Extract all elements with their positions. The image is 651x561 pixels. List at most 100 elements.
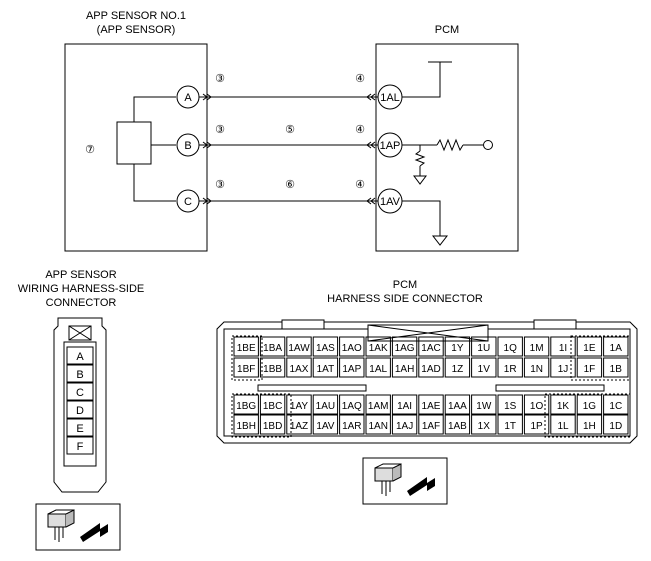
connector-view-icon: [362, 457, 448, 505]
pcm-connector-cell-1aq: 1AQ: [339, 394, 365, 415]
ref-wire-c: ⑥: [285, 179, 295, 191]
pcm-connector-cell-1m: 1M: [523, 336, 550, 357]
pcm-connector-cell-label: 1AJ: [396, 421, 413, 432]
pcm-connector-cell-label: 1X: [478, 421, 491, 432]
ref-sensor-side-c: ③: [215, 179, 225, 191]
wire-c: [199, 197, 378, 205]
sensor-terminal-a: A: [176, 85, 200, 109]
pcm-connector-cell-1d: 1D: [603, 414, 629, 435]
pcm-connector-cell-label: 1AR: [342, 421, 361, 432]
ref-pcm-side-c: ④: [355, 179, 365, 191]
pcm-connector-cell-1h: 1H: [576, 414, 603, 435]
svg-text:F: F: [77, 441, 84, 453]
svg-text:A: A: [76, 351, 84, 363]
pcm-connector-cell-label: 1Y: [451, 343, 464, 354]
sensor-terminal-b: B: [176, 133, 200, 157]
svg-text:C: C: [184, 196, 192, 208]
pcm-connector-cell-label: 1I: [559, 343, 567, 354]
pcm-connector-cell-label: 1AH: [395, 364, 414, 375]
pcm-connector-cell-1aj: 1AJ: [391, 414, 418, 435]
pcm-terminal-1al: 1AL: [377, 84, 403, 110]
pcm-connector-cell-label: 1H: [583, 421, 596, 432]
pcm-connector-cell-label: 1BH: [236, 421, 255, 432]
pcm-connector-cell-label: 1BB: [263, 364, 282, 375]
pcm-connector-cell-label: 1AX: [290, 364, 309, 375]
pcm-connector-cell-label: 1AD: [421, 364, 440, 375]
pcm-connector-cell-1v: 1V: [471, 357, 497, 378]
pcm-connector-cell-1ac: 1AC: [418, 336, 444, 357]
pcm-connector-cell-label: 1F: [584, 364, 596, 375]
pcm-connector-cell-1ba: 1BA: [259, 336, 286, 357]
pcm-connector-cell-label: 1BG: [236, 401, 256, 412]
pcm-connector-cell-label: 1AG: [395, 343, 415, 354]
connector-view-icon: [35, 503, 121, 551]
pcm-connector-cell-label: 1AA: [448, 401, 467, 412]
app-connector-title-2: WIRING HARNESS-SIDE: [18, 283, 145, 295]
pcm-connector-cell-label: 1AY: [290, 401, 308, 412]
app-sensor-title: APP SENSOR NO.1: [86, 10, 186, 22]
pcm-connector-cell-1bg: 1BG: [233, 394, 259, 415]
pcm-connector-cell-1aw: 1AW: [286, 336, 312, 357]
pcm-connector-cell-1bh: 1BH: [233, 414, 259, 435]
pcm-box: [375, 43, 519, 252]
svg-text:E: E: [76, 423, 83, 435]
pcm-connector-cell-1ag: 1AG: [391, 336, 418, 357]
svg-text:1AV: 1AV: [380, 196, 401, 208]
pcm-connector-cell-1ar: 1AR: [339, 414, 365, 435]
pcm-connector-cell-1am: 1AM: [365, 394, 391, 415]
ref-wire-b: ⑤: [285, 124, 295, 136]
pcm-connector-cell-1ah: 1AH: [391, 357, 418, 378]
svg-text:1AL: 1AL: [380, 92, 400, 104]
pcm-connector-cell-label: 1BA: [263, 343, 282, 354]
pcm-connector-cell-label: 1A: [610, 343, 623, 354]
ref-sensor-side-a: ③: [215, 73, 225, 85]
internal-wire-c: [133, 164, 176, 202]
ref-sensor-side-b: ③: [215, 124, 225, 136]
pcm-connector-cell-label: 1Z: [452, 364, 464, 375]
pcm-connector-cell-1o: 1O: [523, 394, 550, 415]
pcm-connector-cell-1t: 1T: [497, 414, 523, 435]
sensor-terminal-c: C: [176, 189, 200, 213]
pcm-connector-cell-label: 1AQ: [342, 401, 362, 412]
svg-text:B: B: [76, 369, 83, 381]
pcm-1av-circuit: [402, 200, 449, 246]
pcm-connector-cell-label: 1BD: [263, 421, 282, 432]
pcm-connector-cell-1ay: 1AY: [286, 394, 312, 415]
svg-text:1AP: 1AP: [380, 140, 401, 152]
pcm-connector-cell-1be: 1BE: [233, 336, 259, 357]
pcm-connector-cell-label: 1W: [476, 401, 492, 412]
pcm-connector-cell-label: 1T: [504, 421, 516, 432]
pcm-connector-cell-1c: 1C: [603, 394, 629, 415]
pcm-connector-cell-1r: 1R: [497, 357, 523, 378]
pcm-connector-cell-label: 1E: [583, 343, 596, 354]
pcm-connector-cell-label: 1AE: [422, 401, 441, 412]
pcm-connector-cell-label: 1AT: [317, 364, 335, 375]
pcm-1ap-circuit: [402, 138, 493, 185]
internal-wire-a: [133, 96, 176, 122]
pcm-connector-cell-1av: 1AV: [312, 414, 339, 435]
pcm-connector-cell-1bb: 1BB: [259, 357, 286, 378]
svg-text:A: A: [184, 92, 192, 104]
pcm-connector-cell-label: 1AU: [316, 401, 335, 412]
svg-text:B: B: [184, 140, 191, 152]
pcm-connector-cell-1x: 1X: [471, 414, 497, 435]
pcm-connector-cell-label: 1R: [504, 364, 517, 375]
pcm-connector-cell-1bf: 1BF: [233, 357, 259, 378]
pcm-connector-cell-1ap: 1AP: [339, 357, 365, 378]
pcm-connector-cell-label: 1S: [504, 401, 517, 412]
pcm-connector-cell-label: 1M: [530, 343, 544, 354]
pcm-connector-cell-label: 1AN: [368, 421, 387, 432]
pcm-connector-cell-1u: 1U: [471, 336, 497, 357]
pcm-connector-cell-label: 1Q: [504, 343, 518, 354]
wire-b: [199, 141, 378, 149]
app-connector-body: [53, 317, 107, 493]
pcm-connector-cell-label: 1AK: [369, 343, 388, 354]
pcm-connector-cell-1g: 1G: [576, 394, 603, 415]
pcm-connector-cell-label: 1AM: [368, 401, 389, 412]
pcm-connector-cell-label: 1AV: [316, 421, 334, 432]
sensor-element: [116, 121, 152, 165]
pcm-connector-cell-1a: 1A: [603, 336, 629, 357]
pcm-connector-cell-1az: 1AZ: [286, 414, 312, 435]
pcm-connector-cell-1n: 1N: [523, 357, 550, 378]
